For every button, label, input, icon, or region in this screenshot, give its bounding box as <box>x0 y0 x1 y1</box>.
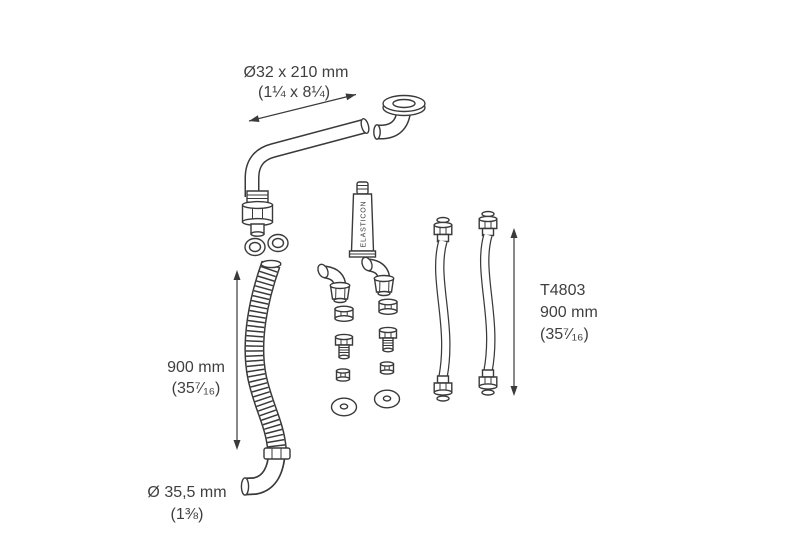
glue-tube-cap <box>356 181 369 195</box>
hose-opening <box>260 259 282 269</box>
glue-tube: ELASTICON <box>348 181 377 258</box>
glue-tube-brand-label: ELASTICON <box>361 201 368 248</box>
elbow-collar <box>263 447 291 460</box>
overflow-elbow <box>373 94 426 140</box>
hose-imperial-label: (35⁷⁄₁₆) <box>172 380 221 397</box>
washer-right <box>373 389 401 409</box>
seal-rings <box>244 233 289 257</box>
angle-fitting-right <box>360 256 394 296</box>
hose-dimension-line <box>233 270 241 450</box>
arrow-down-icon <box>510 386 518 396</box>
olive-nut-left <box>335 368 351 382</box>
corrugated-hose <box>244 259 287 452</box>
elbow-outlet-opening <box>240 477 250 496</box>
flex-hose-imperial-label: (35⁷⁄₁₆) <box>540 326 589 343</box>
flex-hose-part-number-label: T4803 <box>540 282 585 299</box>
hose-metric-label: 900 mm <box>167 359 225 376</box>
connector-right <box>378 326 398 353</box>
flex-hose-metric-label: 900 mm <box>540 304 598 321</box>
arrow-down-icon <box>233 440 241 450</box>
arrow-right-icon <box>345 93 356 101</box>
pipe-opening <box>360 118 370 134</box>
arrow-up-icon <box>510 228 518 238</box>
flex-hose-dimension-line <box>510 228 518 396</box>
pipe-dimension-line <box>248 93 357 122</box>
outlet-elbow <box>240 447 291 496</box>
angle-fitting-left <box>316 263 350 303</box>
flex-hose-left <box>434 218 452 402</box>
arrow-up-icon <box>233 270 241 280</box>
hex-nut-left <box>334 305 354 322</box>
arrow-left-icon <box>249 115 260 122</box>
washer-left <box>330 397 358 417</box>
olive-nut-right <box>379 361 395 375</box>
hex-nut-right <box>378 298 398 315</box>
outlet-elbow-imperial-label: (1⅜) <box>171 506 204 523</box>
drain-pipe <box>244 118 370 197</box>
flex-hose-right <box>479 212 497 396</box>
drain-pipe-imperial-label: (1¼ x 8¼) <box>258 84 330 101</box>
connector-left <box>334 333 354 360</box>
outlet-elbow-metric-label: Ø 35,5 mm <box>147 484 226 501</box>
compression-fitting <box>241 190 274 237</box>
flange-hole <box>392 98 416 109</box>
elbow-opening <box>373 124 381 140</box>
drain-pipe-metric-label: Ø32 x 210 mm <box>244 64 349 81</box>
